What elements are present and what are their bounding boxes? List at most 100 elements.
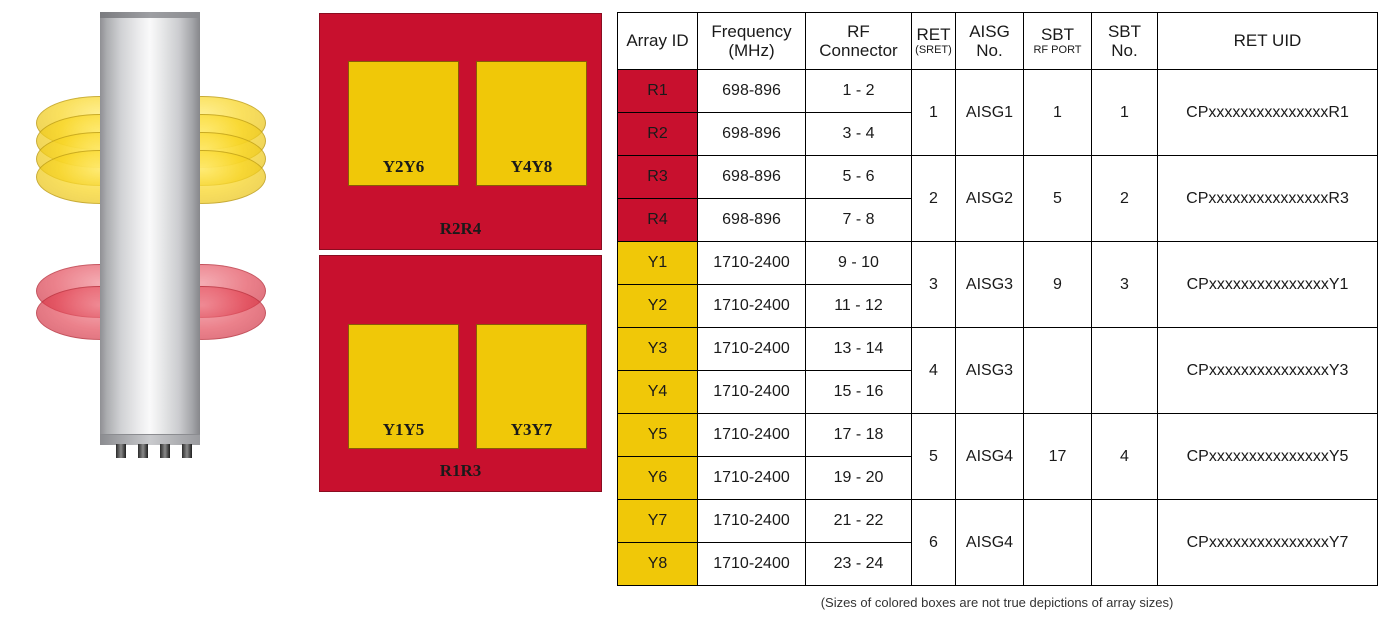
cell-sbt-rf-port: 17 (1023, 413, 1092, 500)
cell-ret: 6 (911, 499, 956, 586)
cell-rf-connector: 23 - 24 (805, 542, 912, 586)
antenna-configuration-table: Array ID Frequency (MHz) RF Connector RE… (617, 12, 1378, 586)
cell-rf-connector: 1 - 2 (805, 69, 912, 113)
cell-sbt-rf-port (1023, 327, 1092, 414)
header-sbt-rf-port: SBT RF PORT (1023, 12, 1092, 70)
array-box-r2r4: Y2Y6 Y4Y8 R2R4 (319, 13, 602, 250)
connector-stub (182, 444, 192, 458)
table-header-row: Array ID Frequency (MHz) RF Connector RE… (617, 12, 1378, 70)
array-box-r1r3: Y1Y5 Y3Y7 R1R3 (319, 255, 602, 492)
sub-array-label: Y4Y8 (510, 157, 553, 176)
cell-frequency: 1710-2400 (697, 456, 806, 500)
header-rf-connector: RF Connector (805, 12, 912, 70)
cell-aisg-no: AISG1 (955, 69, 1024, 156)
header-array-id: Array ID (617, 12, 698, 70)
cell-array-id: Y3 (617, 327, 698, 371)
cell-array-id: Y5 (617, 413, 698, 457)
cell-sbt-rf-port: 9 (1023, 241, 1092, 328)
cell-ret-uid: CPxxxxxxxxxxxxxxxY7 (1157, 499, 1378, 586)
cell-ret-uid: CPxxxxxxxxxxxxxxxY5 (1157, 413, 1378, 500)
cell-rf-connector: 15 - 16 (805, 370, 912, 414)
cell-aisg-no: AISG4 (955, 413, 1024, 500)
cell-frequency: 1710-2400 (697, 284, 806, 328)
radome-top-cap (100, 12, 200, 18)
cell-array-id: R1 (617, 69, 698, 113)
header-sbt-no: SBT No. (1091, 12, 1158, 70)
sub-array-label: Y1Y5 (382, 420, 425, 439)
sub-array-label: Y2Y6 (382, 157, 425, 176)
cell-sbt-no: 3 (1091, 241, 1158, 328)
header-frequency: Frequency (MHz) (697, 12, 806, 70)
cell-frequency: 1710-2400 (697, 241, 806, 285)
connector-stub (160, 444, 170, 458)
cell-frequency: 1710-2400 (697, 327, 806, 371)
connector-stub (138, 444, 148, 458)
cell-sbt-no (1091, 327, 1158, 414)
cell-array-id: Y4 (617, 370, 698, 414)
sub-array-box-y4y8: Y4Y8 (476, 61, 587, 186)
cell-ret: 5 (911, 413, 956, 500)
sub-array-box-y1y5: Y1Y5 (348, 324, 459, 449)
cell-frequency: 698-896 (697, 198, 806, 242)
cell-frequency: 698-896 (697, 155, 806, 199)
array-box-label: R1R3 (439, 461, 482, 480)
cell-rf-connector: 9 - 10 (805, 241, 912, 285)
array-box-label: R2R4 (439, 219, 482, 238)
cell-ret: 2 (911, 155, 956, 242)
cell-rf-connector: 5 - 6 (805, 155, 912, 199)
cell-frequency: 1710-2400 (697, 542, 806, 586)
cell-rf-connector: 11 - 12 (805, 284, 912, 328)
cell-rf-connector: 7 - 8 (805, 198, 912, 242)
cell-array-id: R3 (617, 155, 698, 199)
cell-aisg-no: AISG4 (955, 499, 1024, 586)
cell-frequency: 1710-2400 (697, 499, 806, 543)
cell-ret-uid: CPxxxxxxxxxxxxxxxR3 (1157, 155, 1378, 242)
cell-aisg-no: AISG3 (955, 327, 1024, 414)
cell-array-id: Y8 (617, 542, 698, 586)
cell-frequency: 1710-2400 (697, 370, 806, 414)
header-ret-uid: RET UID (1157, 12, 1378, 70)
cell-sbt-rf-port (1023, 499, 1092, 586)
cell-array-id: Y7 (617, 499, 698, 543)
sub-array-box-y3y7: Y3Y7 (476, 324, 587, 449)
cell-frequency: 698-896 (697, 112, 806, 156)
header-ret: RET (SRET) (911, 12, 956, 70)
sub-array-label: Y3Y7 (510, 420, 553, 439)
antenna-illustration (0, 0, 300, 500)
cell-frequency: 1710-2400 (697, 413, 806, 457)
cell-ret: 4 (911, 327, 956, 414)
cell-array-id: Y6 (617, 456, 698, 500)
cell-rf-connector: 19 - 20 (805, 456, 912, 500)
cell-rf-connector: 3 - 4 (805, 112, 912, 156)
cell-aisg-no: AISG3 (955, 241, 1024, 328)
cell-array-id: R2 (617, 112, 698, 156)
cell-sbt-rf-port: 1 (1023, 69, 1092, 156)
cell-frequency: 698-896 (697, 69, 806, 113)
cell-rf-connector: 13 - 14 (805, 327, 912, 371)
cell-aisg-no: AISG2 (955, 155, 1024, 242)
connector-stub (116, 444, 126, 458)
cell-sbt-no: 2 (1091, 155, 1158, 242)
cell-rf-connector: 21 - 22 (805, 499, 912, 543)
cell-rf-connector: 17 - 18 (805, 413, 912, 457)
cell-sbt-no: 1 (1091, 69, 1158, 156)
cell-array-id: Y2 (617, 284, 698, 328)
cell-array-id: Y1 (617, 241, 698, 285)
figure-caption: (Sizes of colored boxes are not true dep… (820, 595, 1174, 610)
cell-ret-uid: CPxxxxxxxxxxxxxxxY1 (1157, 241, 1378, 328)
radome-bottom-cap (100, 434, 200, 445)
cell-ret: 1 (911, 69, 956, 156)
cell-ret: 3 (911, 241, 956, 328)
antenna-radome (100, 12, 200, 444)
cell-sbt-no (1091, 499, 1158, 586)
